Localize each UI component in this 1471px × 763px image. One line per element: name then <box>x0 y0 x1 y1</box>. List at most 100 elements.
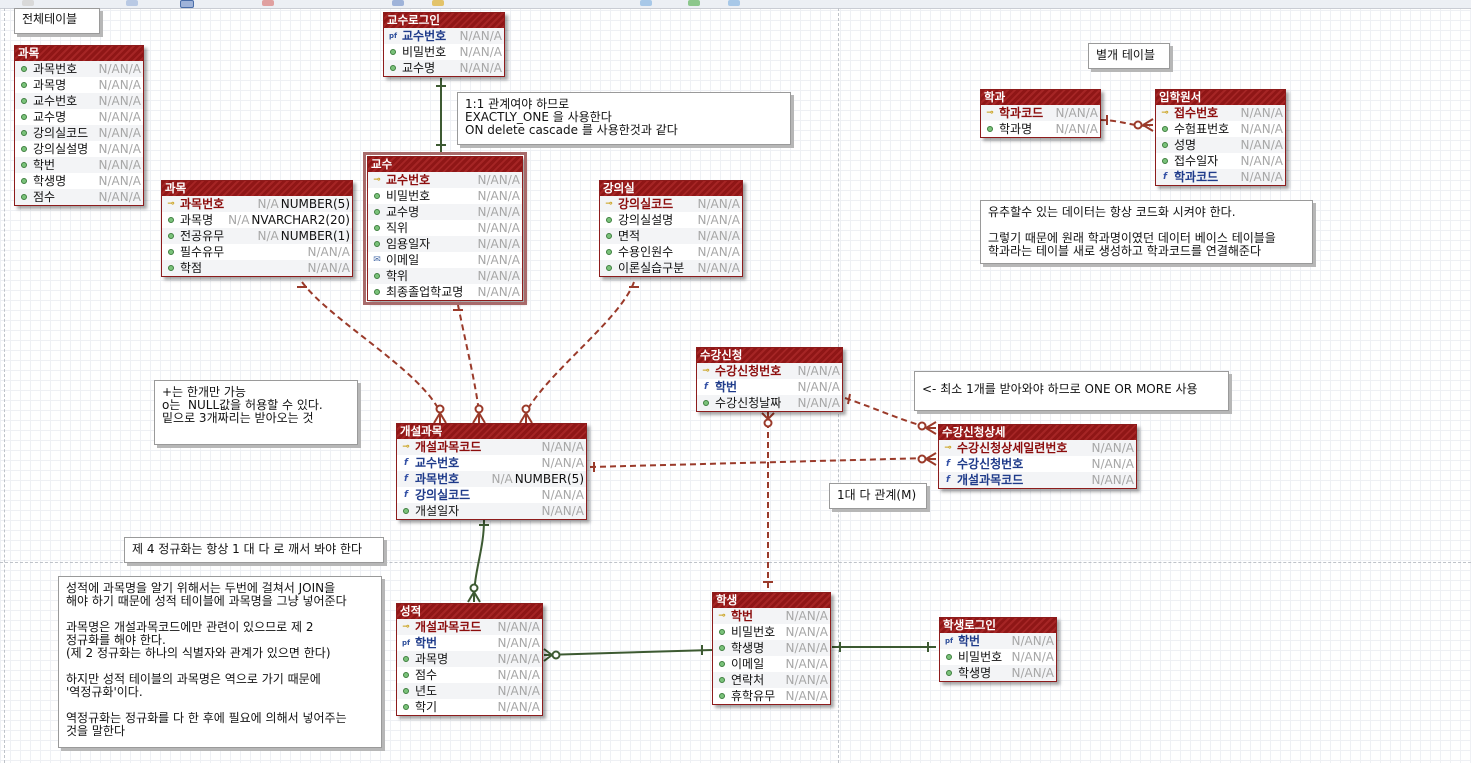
toolbar-tool-icon[interactable] <box>432 0 444 6</box>
relation-gaeseol-seongjeok[interactable] <box>467 519 489 603</box>
note-derived-data[interactable]: 유추할수 있는 데이터는 항상 코드화 시켜야 한다. 그렇기 때문에 원래 학… <box>980 200 1313 264</box>
toolbar-new-icon[interactable] <box>22 0 34 6</box>
relation-haksaeng-login[interactable] <box>832 642 936 652</box>
relation-gaeseol-sangse[interactable] <box>589 452 937 472</box>
note-grade-denormalization[interactable]: 성적에 과목명을 알기 위해서는 두번에 걸쳐서 JOIN을 해야 하기 때문에… <box>58 576 382 748</box>
toolbar-pointer-icon[interactable] <box>180 0 194 8</box>
toolbar-help-icon[interactable] <box>728 0 740 6</box>
note-one-to-one[interactable]: 1:1 관계여야 하므로 EXACTLY_ONE 을 사용한다 ON delet… <box>457 92 791 145</box>
relation-haksaeng-sugang[interactable] <box>761 412 775 592</box>
note-separate-tables[interactable]: 별개 테이블 <box>1088 43 1170 69</box>
relation-gangeuisil-gaeseol[interactable] <box>525 281 635 413</box>
toolbar-refresh-icon[interactable] <box>688 0 700 6</box>
note-one-to-many[interactable]: 1대 다 관계(M) <box>829 483 927 509</box>
toolbar-open-icon[interactable] <box>126 0 138 6</box>
note-fourth-normal-form[interactable]: 제 4 정규화는 항상 1 대 다 로 깨서 봐야 한다 <box>124 537 384 563</box>
relation-haksaeng-seongjeok[interactable] <box>543 645 713 662</box>
relation-gyosu-login-gyosu[interactable] <box>436 78 446 152</box>
relation-gwamok-gaeseol[interactable] <box>301 281 441 413</box>
note-one-or-more[interactable]: <- 최소 1개를 받아와야 하므로 ONE OR MORE 사용 <box>914 371 1229 411</box>
relation-gyosu-gaeseol[interactable] <box>457 304 480 413</box>
note-all-tables[interactable]: 전체테이블 <box>14 8 100 34</box>
relation-sugang-sangse[interactable] <box>844 393 937 435</box>
toolbar-save-icon[interactable] <box>392 0 404 6</box>
toolbar-relation-icon[interactable] <box>262 0 274 6</box>
